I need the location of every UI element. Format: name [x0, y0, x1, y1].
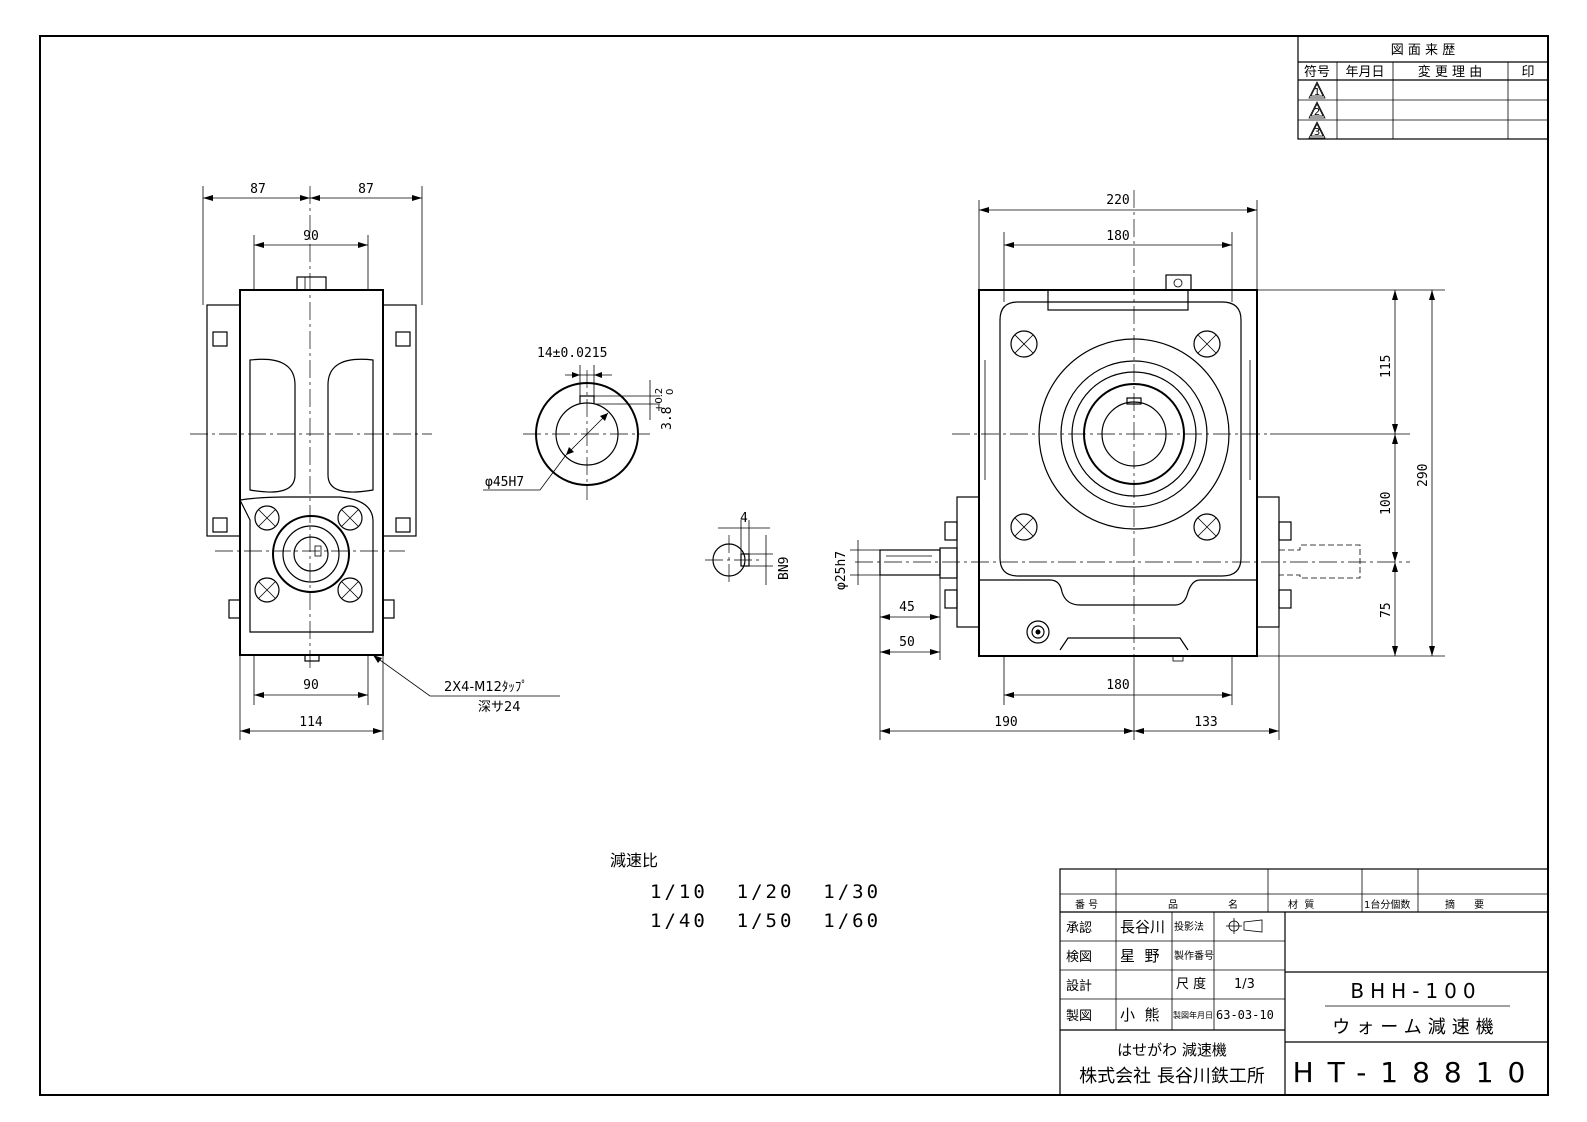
- tap-note-1: 2X4-M12ﾀｯﾌﾟ: [444, 680, 528, 695]
- check-label: 検図: [1066, 950, 1092, 965]
- model-name: BHH-100: [1350, 979, 1481, 1003]
- brand-name: はせがわ 減速機: [1117, 1041, 1227, 1059]
- proj-label: 投影法: [1174, 920, 1204, 933]
- revision-header-date: 年月日: [1345, 65, 1384, 80]
- shaft-key-detail: 4 BN9: [705, 511, 792, 585]
- dim-114: 114: [299, 715, 323, 730]
- dim-90-bottom: 90: [303, 678, 319, 693]
- company-name: 株式会社 長谷川鉄工所: [1079, 1066, 1265, 1087]
- dim-180-top: 180: [1106, 229, 1129, 244]
- revision-triangle-icon: [1308, 81, 1326, 139]
- dim-87-left: 87: [250, 182, 266, 197]
- revision-header-seal: 印: [1521, 65, 1534, 80]
- dim-90-top: 90: [303, 229, 319, 244]
- col-qty: 1台分個数: [1364, 898, 1410, 911]
- key-depth: 3.8: [660, 407, 675, 430]
- col-note: 摘 要: [1445, 898, 1484, 911]
- revision-header-symbol: 符号: [1304, 64, 1330, 80]
- dim-shaft: φ25h7: [834, 551, 849, 590]
- revision-table: 図 面 来 歴 符号 年月日 変 更 理 由 印 1 2 3: [1297, 35, 1549, 140]
- key-width: 14±0.0215: [537, 346, 607, 361]
- bolt-icon: [254, 505, 280, 531]
- dim-220: 220: [1106, 193, 1129, 208]
- draw-label: 製図: [1066, 1009, 1092, 1024]
- key-depth-tol-upper: +0.2: [654, 388, 665, 412]
- shaft-key-width: 4: [740, 511, 748, 526]
- scale-label: 尺 度: [1176, 976, 1206, 992]
- dim-190: 190: [994, 715, 1017, 730]
- bore-diameter: φ45H7: [485, 475, 524, 490]
- scale-value: 1/3: [1234, 977, 1255, 992]
- drawing-number: HT-18810: [1293, 1056, 1540, 1089]
- ratio-label: 減速比: [610, 851, 658, 870]
- tap-note-2: 深サ24: [478, 700, 521, 715]
- revision-header-reason: 変 更 理 由: [1418, 64, 1482, 80]
- revision-symbol-3: 3: [1314, 127, 1320, 138]
- front-view: 220 180 180 190 133 45 50 φ25h7: [834, 190, 1445, 740]
- col-number: 番 号: [1075, 899, 1098, 911]
- dim-133: 133: [1194, 715, 1217, 730]
- dim-115: 115: [1379, 355, 1394, 378]
- dim-45: 45: [899, 600, 915, 615]
- shaft-key-height: BN9: [777, 557, 792, 580]
- col-material: 材 質: [1288, 898, 1314, 911]
- ratio-line-1: 1/10 1/20 1/30: [650, 881, 881, 903]
- dim-180-bottom: 180: [1106, 678, 1129, 693]
- reduction-ratios: 減速比 1/10 1/20 1/30 1/40 1/50 1/60: [610, 851, 881, 932]
- ratio-line-2: 1/40 1/50 1/60: [650, 910, 881, 932]
- revision-symbol-1: 1: [1314, 87, 1320, 98]
- dim-50: 50: [899, 635, 915, 650]
- product-name: ウォーム減速機: [1332, 1017, 1499, 1038]
- prodno-label: 製作番号: [1174, 949, 1214, 962]
- projection-symbol-icon: [1226, 918, 1263, 934]
- date-label: 製図年月日: [1173, 1010, 1213, 1020]
- dim-290: 290: [1416, 464, 1431, 487]
- col-name-2: 名: [1228, 898, 1238, 911]
- approve-name: 長谷川: [1120, 918, 1165, 936]
- col-name-1: 品: [1168, 899, 1178, 911]
- sheet-border: [39, 35, 1549, 1096]
- title-block: 番 号 品 名 材 質 1台分個数 摘 要 承認 長谷川 検図 星 野 設計 製…: [1059, 868, 1549, 1096]
- side-view: 87 87 90 90 114 2X4-M12ﾀｯﾌﾟ 深サ24: [190, 182, 560, 740]
- approve-label: 承認: [1066, 920, 1092, 936]
- design-label: 設計: [1066, 978, 1092, 994]
- check-name: 星 野: [1120, 947, 1160, 965]
- revision-title: 図 面 来 歴: [1391, 43, 1455, 58]
- draw-name: 小 熊: [1120, 1006, 1160, 1024]
- dim-100: 100: [1379, 492, 1394, 515]
- date-value: 63-03-10: [1216, 1008, 1274, 1022]
- dim-87-right: 87: [358, 182, 374, 197]
- key-depth-tol-lower: 0: [665, 389, 676, 395]
- revision-symbol-2: 2: [1314, 107, 1320, 118]
- bore-detail: 14±0.0215 3.8 +0.2 0 φ45H7: [483, 346, 676, 500]
- dim-75: 75: [1379, 602, 1394, 618]
